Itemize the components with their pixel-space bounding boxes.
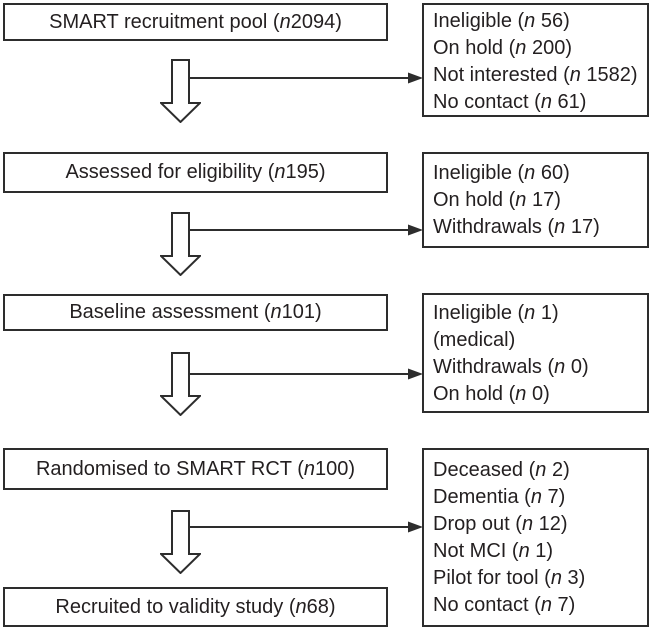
exclusion-text: On hold (	[433, 383, 516, 405]
n-count: 0)	[526, 383, 550, 405]
exclusion-line: Withdrawals (n 0)	[433, 354, 647, 381]
n-count: 200)	[526, 37, 572, 59]
stage-box-randomised-rct: Randomised to SMART RCT (n 100)	[3, 448, 388, 490]
exclusion-line: Ineligible (n 1)	[433, 300, 647, 327]
down-arrow-icon	[160, 510, 201, 574]
n-count: 56)	[535, 10, 570, 32]
exclusion-text: Withdrawals (	[433, 216, 555, 238]
exclusion-text: Ineligible (	[433, 10, 525, 32]
exclusion-line: Deceased (n 2)	[433, 457, 647, 484]
n-count: 7)	[541, 486, 566, 508]
exclusion-text: Not interested (	[433, 64, 570, 86]
n-italic: n	[540, 594, 552, 616]
exclusion-text: Not MCI (	[433, 540, 519, 562]
branch-arrow-icon	[189, 224, 423, 236]
n-italic: n	[554, 216, 566, 238]
n-count: 0)	[565, 356, 589, 378]
n-count: 68)	[306, 595, 336, 618]
down-arrow-icon	[160, 59, 201, 123]
stage-box-assessed-eligibility: Assessed for eligibility (n 195)	[3, 152, 388, 193]
stage-label-text: Recruited to validity study (	[55, 595, 296, 618]
n-count: 1582)	[580, 64, 638, 86]
stage-label-text: Assessed for eligibility (	[65, 161, 275, 183]
exclusion-line: On hold (n 0)	[433, 381, 647, 408]
n-italic: n	[515, 37, 527, 59]
exclusion-text: (medical)	[433, 329, 516, 351]
branch-arrow-icon	[189, 521, 423, 533]
n-italic: n	[295, 595, 307, 618]
stage-box-validity-study: Recruited to validity study (n 68)	[3, 587, 388, 627]
exclusion-line: Ineligible (n 56)	[433, 8, 647, 35]
exclusion-line: (medical)	[433, 327, 647, 354]
n-count: 101)	[281, 301, 322, 323]
n-count: 195)	[285, 161, 326, 183]
exclusion-line: On hold (n 200)	[433, 35, 647, 62]
exclusion-text: Ineligible (	[433, 302, 525, 324]
exclusions-box-randomised: Deceased (n 2) Dementia (n 7) Drop out (…	[422, 448, 649, 627]
n-italic: n	[303, 457, 315, 480]
n-italic: n	[524, 302, 536, 324]
n-italic: n	[515, 383, 527, 405]
exclusion-line: Not interested (n 1582)	[433, 62, 647, 89]
stage-box-recruitment-pool: SMART recruitment pool (n 2094)	[3, 3, 388, 41]
exclusions-box-baseline: Ineligible (n 1) (medical) Withdrawals (…	[422, 293, 649, 413]
stage-label-text: Baseline assessment (	[69, 301, 271, 323]
exclusion-text: No contact (	[433, 91, 541, 113]
n-italic: n	[524, 162, 536, 184]
stage-label-text: Randomised to SMART RCT (	[35, 457, 304, 480]
n-italic: n	[515, 189, 527, 211]
n-count: 17)	[565, 216, 600, 238]
exclusions-box-recruitment: Ineligible (n 56) On hold (n 200) Not in…	[422, 3, 649, 117]
n-count: 1)	[529, 540, 554, 562]
n-count: 17)	[526, 189, 561, 211]
n-italic: n	[270, 301, 282, 323]
n-italic: n	[518, 540, 530, 562]
n-count: 61)	[551, 91, 587, 113]
exclusion-line: Not MCI (n 1)	[433, 538, 647, 565]
exclusion-text: Ineligible (	[433, 162, 525, 184]
exclusion-line: No contact (n 61)	[433, 89, 647, 116]
n-count: 1)	[535, 302, 559, 324]
stage-label-text: SMART recruitment pool (	[49, 10, 280, 33]
n-italic: n	[550, 567, 562, 589]
n-count: 60)	[535, 162, 570, 184]
n-italic: n	[540, 91, 552, 113]
n-italic: n	[524, 10, 536, 32]
exclusion-text: Deceased (	[433, 459, 536, 481]
exclusion-line: Ineligible (n 60)	[433, 160, 647, 187]
down-arrow-icon	[160, 212, 201, 276]
exclusion-line: No contact (n 7)	[433, 592, 647, 619]
branch-arrow-icon	[189, 72, 423, 84]
exclusion-line: Drop out (n 12)	[433, 511, 647, 538]
n-italic: n	[530, 486, 542, 508]
down-arrow-icon	[160, 352, 201, 416]
n-italic: n	[521, 513, 534, 535]
stage-box-baseline-assessment: Baseline assessment (n 101)	[3, 294, 388, 331]
n-italic: n	[279, 10, 291, 33]
n-count: 7)	[551, 594, 576, 616]
exclusion-line: Withdrawals (n 17)	[433, 214, 647, 241]
n-count: 2094)	[290, 10, 342, 33]
exclusion-text: On hold (	[433, 189, 516, 211]
exclusion-text: No contact (	[433, 594, 541, 616]
exclusion-text: Withdrawals (	[433, 356, 555, 378]
n-italic: n	[554, 356, 566, 378]
exclusion-text: On hold (	[433, 37, 516, 59]
exclusion-text: Drop out (	[433, 513, 522, 535]
n-italic: n	[535, 459, 547, 481]
n-count: 12)	[533, 513, 568, 535]
exclusion-text: Pilot for tool (	[433, 567, 551, 589]
n-count: 3)	[561, 567, 586, 589]
n-count: 2)	[546, 459, 570, 481]
n-italic: n	[569, 64, 581, 86]
branch-arrow-icon	[189, 368, 423, 380]
exclusion-line: Pilot for tool (n 3)	[433, 565, 647, 592]
exclusion-line: Dementia (n 7)	[433, 484, 647, 511]
exclusions-box-eligibility: Ineligible (n 60) On hold (n 17) Withdra…	[422, 152, 649, 248]
exclusion-line: On hold (n 17)	[433, 187, 647, 214]
exclusion-text: Dementia (	[433, 486, 531, 508]
n-italic: n	[274, 161, 286, 183]
n-count: 100)	[314, 457, 356, 480]
